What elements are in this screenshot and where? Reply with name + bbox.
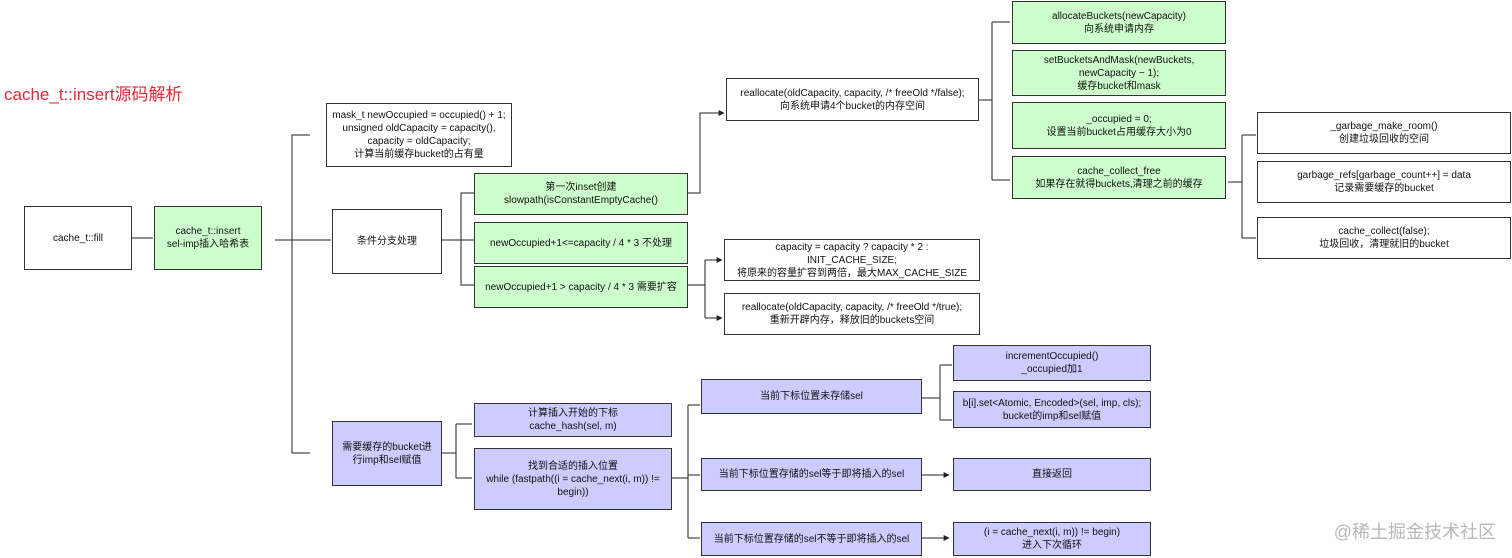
watermark: @稀土掘金技术社区 <box>1333 522 1496 542</box>
node-return-direct: 直接返回 <box>953 458 1151 491</box>
node-next-loop: (i = cache_next(i, m)) != begin) 进入下次循环 <box>953 522 1151 556</box>
node-need-cache: 需要缓存的bucket进 行imp和sel赋值 <box>332 421 442 486</box>
node-collect-free: cache_collect_free 如果存在就得buckets,清理之前的缓存 <box>1012 156 1226 199</box>
node-hash-start: 计算插入开始的下标 cache_hash(sel, m) <box>474 403 672 437</box>
node-equal-sel: 当前下标位置存储的sel等于即将插入的sel <box>701 458 922 491</box>
node-cache-fill: cache_t::fill <box>24 206 132 270</box>
node-increment-occupied: incrementOccupied() _occupied加1 <box>953 345 1151 381</box>
node-set-buckets: setBucketsAndMask(newBuckets, newCapacit… <box>1012 50 1226 96</box>
link-first-realloc <box>688 110 725 194</box>
node-garbage-refs: garbage_refs[garbage_count++] = data 记录需… <box>1257 161 1511 203</box>
node-mask-calc: mask_t newOccupied = occupied() + 1; uns… <box>326 103 512 167</box>
node-capacity-calc: capacity = capacity ? capacity * 2 : INI… <box>724 239 980 281</box>
node-find-position: 找到合适的插入位置 while (fastpath((i = cache_nex… <box>474 448 672 510</box>
bracket-branch-children <box>460 192 474 286</box>
node-occupied-zero: _occupied = 0; 设置当前bucket占用缓存大小为0 <box>1012 102 1226 149</box>
diagram-title: cache_t::insert源码解析 <box>4 85 183 104</box>
node-first-insert: 第一次inset创建 slowpath(isConstantEmptyCache… <box>474 173 688 215</box>
node-branch: 条件分支处理 <box>332 209 442 274</box>
node-not-stored: 当前下标位置未存储sel <box>701 379 922 414</box>
node-realloc-false: reallocate(oldCapacity, capacity, /* fre… <box>726 78 979 121</box>
node-garbage-room: _garbage_make_room() 创建垃圾回收的空间 <box>1257 112 1511 154</box>
node-allocate-buckets: allocateBuckets(newCapacity) 向系统申请内存 <box>1012 1 1226 44</box>
node-realloc-true: reallocate(oldCapacity, capacity, /* fre… <box>724 293 980 335</box>
node-cache-collect: cache_collect(false); 垃圾回收，清理就旧的bucket <box>1257 217 1511 259</box>
node-not-equal-sel: 当前下标位置存储的sel不等于即将插入的sel <box>701 522 922 556</box>
node-no-handle: newOccupied+1<=capacity / 4 * 3 不处理 <box>474 222 688 264</box>
node-bucket-set: b[i].set<Atomic, Encoded>(sel, imp, cls)… <box>953 391 1151 428</box>
node-cache-insert: cache_t::insert sel-imp插入哈希表 <box>154 206 262 270</box>
node-need-expand: newOccupied+1 > capacity / 4 * 3 需要扩容 <box>474 266 688 308</box>
bracket-insert-children <box>291 134 310 454</box>
